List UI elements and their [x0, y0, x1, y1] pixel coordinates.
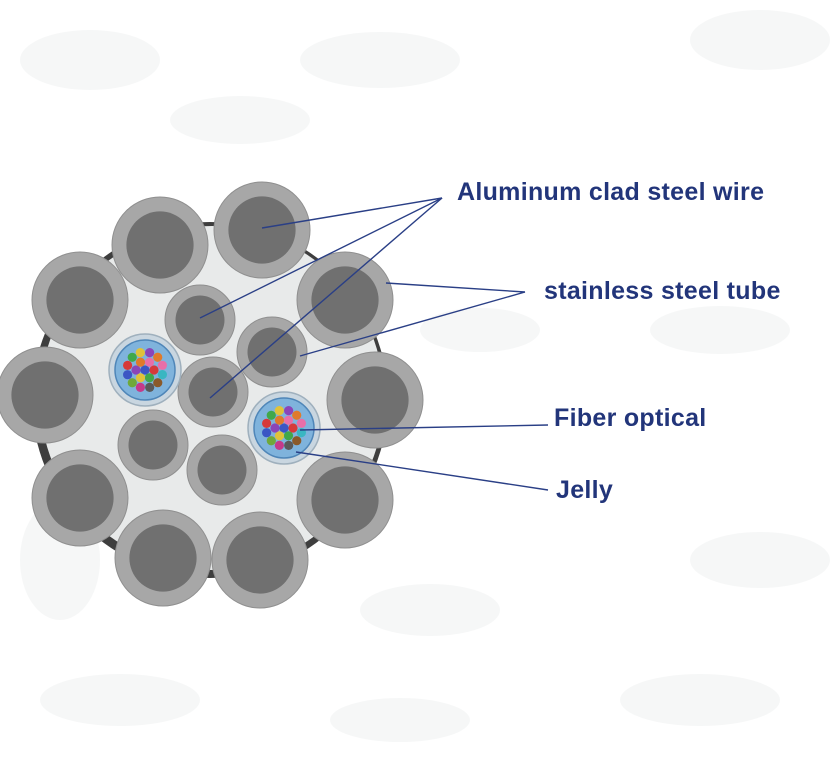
tube-layer — [108, 333, 321, 465]
optical-fiber — [135, 357, 146, 367]
leader-line — [385, 282, 526, 293]
optical-fiber — [144, 373, 155, 383]
optical-fiber — [296, 418, 306, 428]
optical-fiber — [266, 410, 276, 420]
wire-layer — [0, 181, 424, 609]
optical-fiber — [274, 406, 284, 416]
aluminum-clad-steel-wire-core — [46, 266, 114, 334]
inner-steel-wire-core — [247, 327, 297, 377]
watermark-blotch — [650, 306, 790, 354]
leader-line — [295, 451, 549, 491]
optical-fiber — [123, 370, 133, 380]
optical-fiber — [274, 431, 285, 441]
optical-fiber — [135, 348, 145, 358]
optical-fiber — [131, 365, 141, 375]
optical-fiber — [274, 415, 285, 425]
optical-fiber — [266, 436, 276, 446]
aluminum-clad-steel-wire-core — [129, 524, 197, 592]
optical-fiber — [284, 406, 294, 416]
label-aluminum-clad-steel-wire: Aluminum clad steel wire — [457, 178, 765, 206]
optical-fiber — [292, 410, 302, 420]
optical-fiber — [262, 418, 272, 428]
optical-fiber — [292, 436, 302, 446]
optical-fiber — [270, 423, 280, 433]
leader-line — [261, 197, 443, 229]
optical-fiber — [135, 382, 145, 392]
aluminum-clad-steel-wire-core — [228, 196, 296, 264]
leader-lines — [199, 197, 549, 491]
aluminum-clad-steel-wire-core — [226, 526, 294, 594]
watermark-blotch — [300, 32, 460, 88]
watermark-blotch — [690, 532, 830, 588]
watermark-blotch — [330, 698, 470, 742]
aluminum-clad-steel-wire-core — [341, 366, 409, 434]
optical-fiber — [283, 415, 294, 425]
label-jelly: Jelly — [556, 476, 614, 504]
aluminum-clad-steel-wire-core — [311, 466, 379, 534]
aluminum-clad-steel-wire-core — [311, 266, 379, 334]
optical-fiber — [283, 431, 294, 441]
inner-steel-wire-core — [197, 445, 247, 495]
optical-fiber — [279, 423, 289, 433]
watermark-blotch — [20, 30, 160, 90]
optical-fiber — [140, 365, 150, 375]
inner-steel-wire-core — [128, 420, 178, 470]
optical-fiber — [153, 352, 163, 362]
optical-fiber — [157, 360, 167, 370]
leader-line — [299, 424, 549, 431]
aluminum-clad-steel-wire-core — [126, 211, 194, 279]
optical-fiber — [288, 423, 298, 433]
watermark-blotch — [40, 674, 200, 726]
optical-fiber — [157, 370, 167, 380]
optical-fiber — [145, 348, 155, 358]
watermark-blotch — [360, 584, 500, 636]
watermark-blotch — [170, 96, 310, 144]
leader-line — [199, 197, 443, 319]
watermark-blotch — [420, 308, 540, 352]
watermark-blotch — [620, 674, 780, 726]
optical-fiber — [284, 440, 294, 450]
watermark-blotch — [690, 10, 830, 70]
label-stainless-steel-tube: stainless steel tube — [544, 277, 781, 305]
optical-fiber — [153, 378, 163, 388]
optical-fiber — [149, 365, 159, 375]
optical-fiber — [127, 378, 137, 388]
optical-fiber — [144, 357, 155, 367]
inner-steel-wire-core — [188, 367, 238, 417]
leader-line — [209, 197, 443, 399]
aluminum-clad-steel-wire-core — [11, 361, 79, 429]
optical-fiber — [262, 428, 272, 438]
aluminum-clad-steel-wire-core — [46, 464, 114, 532]
leader-line — [299, 291, 526, 357]
optical-fiber — [135, 373, 146, 383]
label-fiber-optical: Fiber optical — [554, 404, 707, 432]
optical-fiber — [127, 352, 137, 362]
inner-steel-wire-core — [175, 295, 225, 345]
optical-fiber — [274, 440, 284, 450]
optical-fiber — [123, 360, 133, 370]
optical-fiber — [145, 382, 155, 392]
